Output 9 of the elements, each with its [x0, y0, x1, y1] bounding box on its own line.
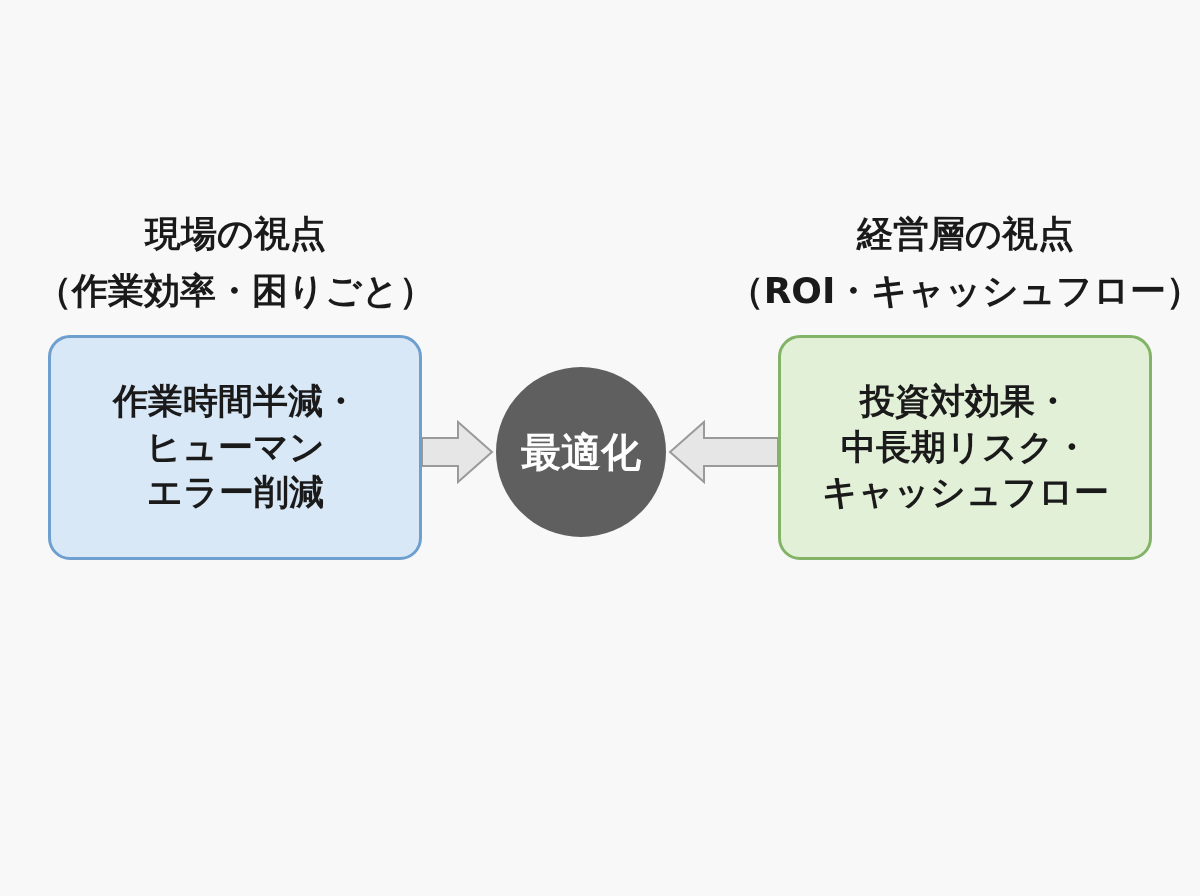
box-text: 投資対効果・中長期リスク・キャッシュフロー — [821, 380, 1109, 515]
block-arrow — [668, 419, 779, 485]
block-arrow — [421, 419, 494, 485]
heading: 現場の視点 — [144, 213, 326, 254]
heading: 経営層の視点 — [856, 213, 1074, 254]
circle-label: 最適化 — [521, 427, 641, 477]
box-text: 作業時間半減・ヒューマンエラー削減 — [112, 380, 358, 515]
subheading: （ROI・キャッシュフロー） — [727, 270, 1200, 311]
subheading: （作業効率・困りごと） — [35, 270, 435, 311]
